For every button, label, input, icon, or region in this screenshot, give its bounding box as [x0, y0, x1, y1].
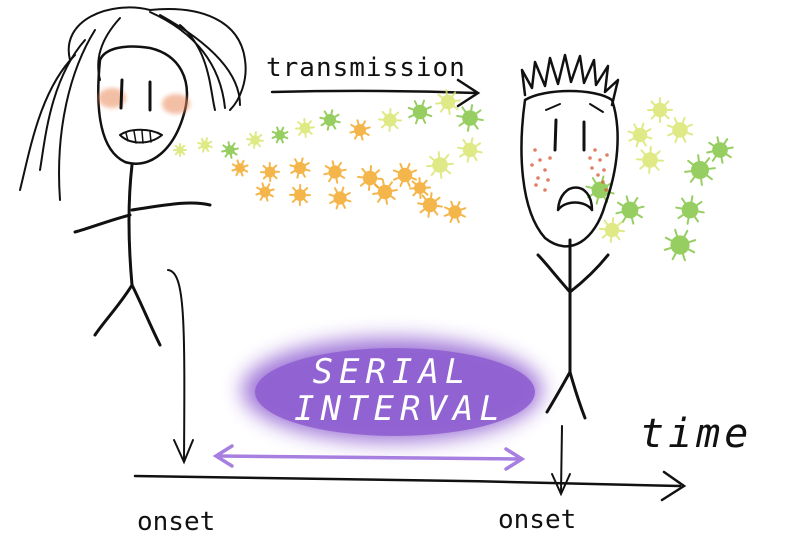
virus-particle	[457, 137, 483, 163]
virus-particle	[443, 200, 467, 224]
virus-particle	[271, 126, 289, 144]
rash-dot	[604, 188, 608, 192]
virus-particle	[378, 108, 402, 132]
virus-particle	[599, 217, 625, 243]
virus-particle	[647, 97, 673, 123]
rash-dot	[533, 148, 537, 152]
virus-particle	[173, 143, 187, 157]
virus-particle	[435, 89, 461, 115]
virus-particle	[255, 182, 275, 202]
rash-dot	[601, 180, 605, 184]
virus-particle	[221, 141, 239, 159]
onset-label-left: onset	[137, 507, 215, 537]
virus-particle	[295, 118, 315, 138]
rash-dot	[538, 158, 542, 162]
infector-figure	[19, 6, 247, 347]
infectee-hair	[520, 53, 620, 107]
virus-cloud	[173, 89, 734, 262]
interval-label: INTERVAL	[294, 389, 506, 429]
virus-particle	[372, 179, 398, 205]
virus-particle	[260, 162, 280, 182]
virus-particle	[407, 99, 433, 125]
virus-particle	[675, 195, 705, 225]
virus-particle	[392, 162, 418, 188]
virus-particle	[706, 136, 734, 164]
virus-particle	[289, 184, 311, 206]
serial-label: SERIAL	[313, 352, 472, 392]
rash-dot	[546, 178, 550, 182]
virus-particle	[328, 186, 352, 210]
virus-particle	[636, 146, 664, 174]
rash-dot	[588, 156, 592, 160]
virus-particle	[231, 159, 249, 177]
infectee-rash	[530, 148, 609, 192]
onset-label-right: onset	[498, 505, 576, 535]
infector-face	[97, 45, 189, 165]
rash-dot	[590, 166, 594, 170]
onset-arrow-left	[167, 269, 194, 465]
virus-particle	[409, 177, 431, 199]
infectee-figure	[520, 53, 620, 420]
time-label: time	[640, 411, 752, 457]
virus-particle	[197, 137, 213, 153]
virus-particle	[426, 151, 454, 179]
virus-particle	[246, 131, 264, 149]
transmission-label: transmission	[266, 53, 466, 83]
infector-hair	[19, 6, 247, 201]
virus-particle	[666, 116, 694, 144]
rash-dot	[534, 183, 538, 187]
virus-particle	[456, 104, 484, 132]
virus-particle	[349, 119, 371, 141]
virus-particle	[319, 109, 341, 131]
time-axis	[133, 470, 687, 502]
onset-arrow-right	[551, 425, 571, 497]
rash-dot	[596, 173, 600, 177]
virus-particle	[417, 192, 443, 218]
virus-particle	[663, 228, 697, 262]
rash-dot	[543, 168, 547, 172]
rash-dot	[602, 168, 606, 172]
virus-particle	[323, 160, 347, 184]
rash-dot	[605, 153, 609, 157]
rash-dot	[536, 176, 540, 180]
rash-dot	[543, 188, 547, 192]
virus-particle	[289, 157, 311, 179]
infectee-face	[520, 89, 619, 248]
rash-dot	[530, 163, 534, 167]
virus-particle	[627, 122, 653, 148]
rash-dot	[548, 156, 552, 160]
rash-dot	[593, 148, 597, 152]
virus-particle	[684, 154, 716, 186]
serial-interval-arrow	[212, 444, 526, 471]
virus-particle	[615, 195, 645, 225]
serial-interval-blob	[242, 338, 542, 442]
rash-dot	[598, 158, 602, 162]
